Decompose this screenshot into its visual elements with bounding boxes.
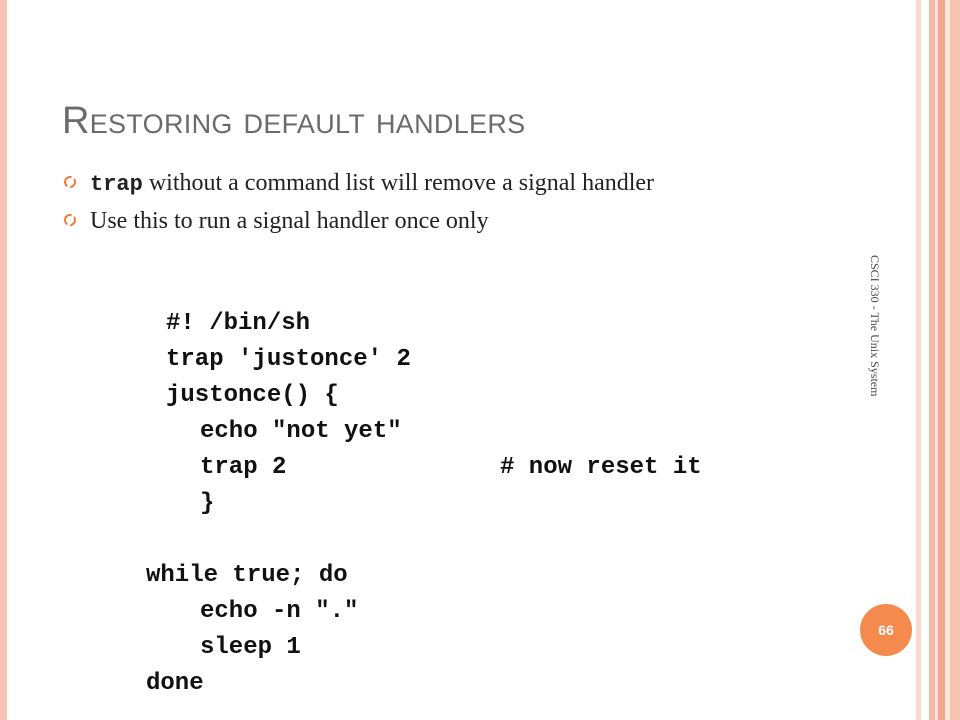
code-comment: # now reset it [500,454,702,481]
stripe [916,0,921,720]
bullet-list: trap without a command list will remove … [62,170,802,245]
bullet-item: Use this to run a signal handler once on… [62,208,802,235]
code-line: justonce() { [166,382,339,409]
page-number-badge: 66 [860,604,912,656]
code-line: trap 'justonce' 2 [166,346,411,373]
bullet-item: trap without a command list will remove … [62,170,802,198]
stripe [938,0,945,720]
code-line: while true; do [146,562,348,589]
stripe [935,0,938,720]
stripe [945,0,950,720]
code-line: #! /bin/sh [166,310,311,337]
right-decorative-stripes [916,0,960,720]
bullet-icon [64,176,76,188]
code-line: sleep 1 [200,634,301,661]
slide-title: Restoring default handlers [62,100,526,142]
stripe [929,0,935,720]
bullet-icon [64,214,76,226]
code-line: trap 2 [200,454,287,481]
side-caption-text: CSCI 330 - The Unix System [868,255,882,397]
code-line: echo "not yet" [200,418,402,445]
stripe [950,0,960,720]
code-line: } [200,490,215,517]
side-caption: CSCI 330 - The Unix System [866,255,886,455]
code-line: echo -n "." [200,598,359,625]
bullet-text: Use this to run a signal handler once on… [90,208,489,234]
left-decorative-bar [0,0,7,720]
bullet-text: without a command list will remove a sig… [142,170,655,196]
stripe [921,0,929,720]
bullet-keyword: trap [90,172,143,197]
code-line: done [146,670,204,697]
